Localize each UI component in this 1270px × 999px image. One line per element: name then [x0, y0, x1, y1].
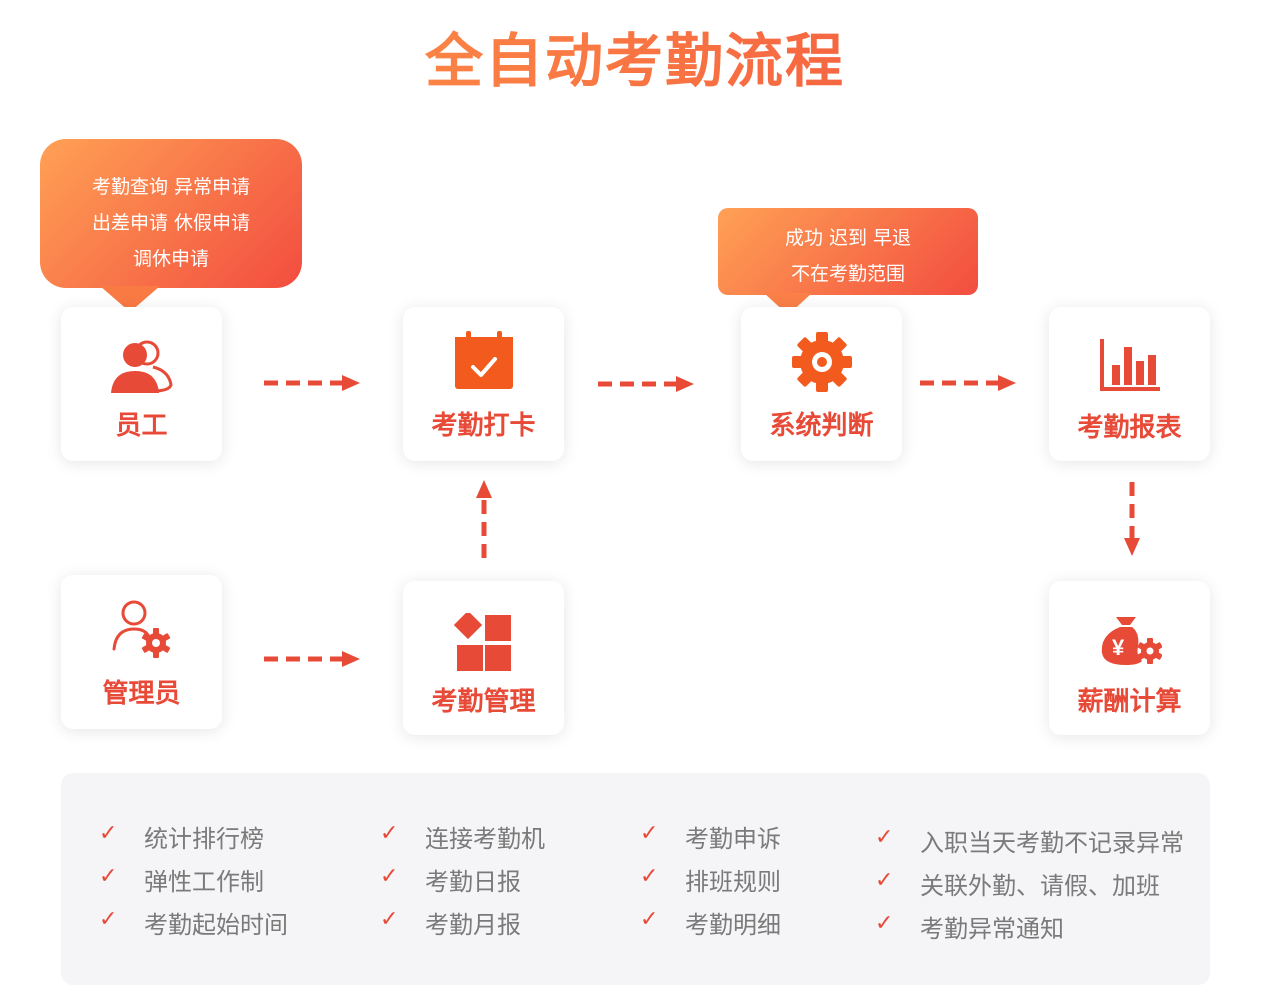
arrow-admin-to-manage: [264, 651, 360, 667]
feature-item: 统计排行榜: [144, 825, 264, 853]
arrow-system-to-report: [920, 375, 1016, 391]
node-label: 薪酬计算: [1077, 687, 1182, 717]
arrow-employee-to-clock-in: [264, 375, 360, 391]
node-salary: ¥ 薪酬计算: [1049, 581, 1210, 735]
node-manage: 考勤管理: [403, 581, 564, 735]
arrow-report-to-salary: [1124, 482, 1140, 556]
feature-panel: ✓ 统计排行榜 ✓ 弹性工作制 ✓ 考勤起始时间 ✓ 连接考勤机 ✓ 考勤日报 …: [61, 773, 1210, 985]
admin-settings-icon: [112, 600, 170, 658]
page-title: 全自动考勤流程: [0, 14, 1270, 98]
bar-chart-icon: [1099, 339, 1160, 391]
feature-item: 考勤日报: [425, 868, 521, 896]
node-label: 考勤管理: [431, 687, 536, 717]
check-icon: ✓: [875, 868, 894, 893]
node-admin: 管理员: [61, 575, 222, 729]
check-icon: ✓: [875, 911, 894, 936]
check-icon: ✓: [380, 864, 399, 889]
feature-item: 考勤起始时间: [144, 911, 288, 939]
bubble-line: 不在考勤范围: [790, 263, 905, 285]
bubble-line: 调休申请: [132, 248, 209, 270]
feature-item: 关联外勤、请假、加班: [920, 872, 1160, 900]
feature-item: 排班规则: [685, 868, 781, 896]
node-clock-in: 考勤打卡: [403, 307, 564, 461]
check-icon: ✓: [640, 907, 659, 932]
check-icon: ✓: [640, 864, 659, 889]
check-icon: ✓: [99, 864, 118, 889]
feature-item: 连接考勤机: [425, 825, 545, 853]
check-icon: ✓: [380, 907, 399, 932]
feature-item: 考勤明细: [685, 911, 781, 939]
feature-item: 考勤月报: [425, 911, 521, 939]
check-icon: ✓: [380, 821, 399, 846]
check-icon: ✓: [99, 821, 118, 846]
arrow-manage-to-clock-in: [476, 480, 492, 560]
node-label: 考勤打卡: [431, 411, 536, 441]
money-bag-icon: ¥: [1101, 617, 1162, 665]
node-label: 考勤报表: [1077, 413, 1182, 443]
check-icon: ✓: [99, 907, 118, 932]
node-label: 管理员: [102, 679, 181, 709]
node-label: 系统判断: [769, 411, 874, 441]
svg-text:¥: ¥: [1112, 635, 1125, 660]
feature-item: 考勤异常通知: [920, 915, 1064, 943]
gear-icon: [791, 332, 852, 392]
calendar-check-icon: [454, 331, 513, 389]
node-system: 系统判断: [741, 307, 902, 461]
check-icon: ✓: [875, 825, 894, 850]
user-group-icon: [110, 340, 173, 393]
apps-grid-icon: [453, 613, 511, 671]
arrow-clock-in-to-system: [598, 376, 694, 392]
bubble-line: 出差申请 休假申请: [91, 212, 251, 234]
feature-item: 弹性工作制: [144, 868, 264, 896]
check-icon: ✓: [640, 821, 659, 846]
node-label: 员工: [115, 411, 168, 441]
feature-item: 考勤申诉: [685, 825, 781, 853]
feature-item: 入职当天考勤不记录异常: [920, 829, 1184, 857]
node-employee: 员工: [61, 307, 222, 461]
node-report: 考勤报表: [1049, 307, 1210, 461]
bubble-line: 成功 迟到 早退: [784, 227, 912, 249]
system-result-bubble: 成功 迟到 早退 不在考勤范围: [718, 208, 978, 315]
bubble-line: 考勤查询 异常申请: [91, 176, 251, 198]
employee-actions-bubble: 考勤查询 异常申请 出差申请 休假申请 调休申请: [40, 139, 302, 312]
